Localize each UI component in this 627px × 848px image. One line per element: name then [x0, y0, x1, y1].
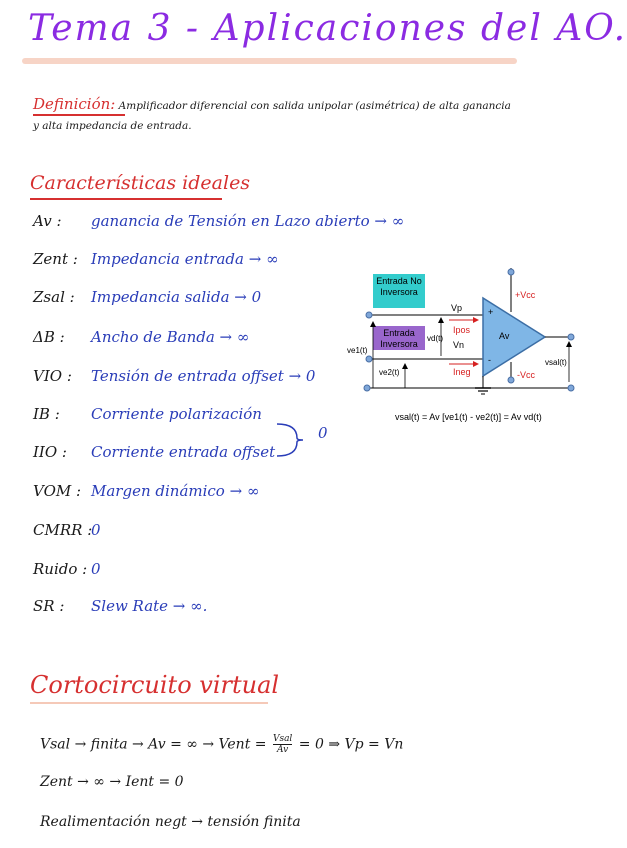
- char-row-ib: IB : Corriente polarización: [33, 405, 262, 429]
- ipos-label: Ipos: [453, 325, 471, 335]
- title-highlight: [22, 58, 517, 64]
- char-row-vio: VIO : Tensión de entrada offset → 0: [33, 367, 315, 391]
- virtual-short-heading: Cortocircuito virtual: [30, 671, 280, 699]
- virtual-short-underline: [30, 702, 268, 704]
- char-row-zent: Zent : Impedancia entrada → ∞: [33, 250, 279, 274]
- char-value: Impedancia entrada → ∞: [91, 250, 279, 268]
- char-row-zsal: Zsal : Impedancia salida → 0: [33, 288, 261, 312]
- plus-label: +: [488, 307, 494, 317]
- characteristics-heading: Características ideales: [30, 172, 251, 194]
- av-label: Av: [499, 331, 510, 341]
- brace-value: 0: [318, 424, 328, 442]
- char-row-cmrr: CMRR : 0: [33, 521, 101, 545]
- char-key: IIO :: [33, 443, 67, 461]
- non-inverting-box: [373, 274, 425, 308]
- char-value: Tensión de entrada offset → 0: [91, 367, 316, 385]
- ve2-label: ve2(t): [379, 368, 400, 377]
- diagram-formula: vsal(t) = Av [ve1(t) - ve2(t)] = Av vd(t…: [395, 412, 542, 422]
- char-value: Ancho de Banda → ∞: [91, 328, 250, 346]
- vsal-label: vsal(t): [545, 358, 567, 367]
- char-value: Corriente entrada offset: [91, 443, 276, 461]
- virtual-short-line-2: Zent → ∞ → Ient = 0: [40, 774, 184, 790]
- char-key: Zsal :: [33, 288, 75, 306]
- char-key: VOM :: [33, 482, 82, 500]
- char-value: 0: [91, 560, 101, 578]
- inverting-label: Entrada Inversora: [380, 328, 418, 349]
- char-value: Corriente polarización: [91, 405, 262, 423]
- fraction-numerator: Vsal: [272, 734, 293, 745]
- char-key: Zent :: [33, 250, 78, 268]
- char-key: CMRR :: [33, 521, 93, 539]
- char-key: IB :: [33, 405, 60, 423]
- ineg-label: Ineg: [453, 367, 471, 377]
- non-inverting-label: Entrada No Inversora: [376, 276, 422, 297]
- virtual-short-line-1-a: Vsal → finita → Av = ∞ → Vent =: [40, 736, 267, 753]
- char-row-noise: Ruido : 0: [33, 560, 101, 584]
- vd-label: vd(t): [427, 334, 443, 343]
- char-row-av: Av : ganancia de Tensión en Lazo abierto…: [33, 212, 404, 236]
- char-row-sr: SR : Slew Rate → ∞.: [33, 597, 207, 621]
- fraction-denominator: Av: [277, 745, 289, 755]
- char-row-iio: IIO : Corriente entrada offset: [33, 443, 275, 467]
- char-key: Av :: [33, 212, 62, 230]
- char-key: SR :: [33, 597, 65, 615]
- characteristics-underline: [30, 198, 222, 200]
- opamp-triangle: [482, 296, 547, 378]
- char-key: VIO :: [33, 367, 72, 385]
- vp-label: Vp: [451, 303, 463, 313]
- vsal-over-av-fraction: Vsal Av: [272, 734, 293, 755]
- definition-line-1: Definición: Amplificador diferencial con…: [33, 95, 511, 113]
- char-row-bandwidth: ΔB : Ancho de Banda → ∞: [33, 328, 249, 352]
- virtual-short-line-1-b: = 0 ⇒ Vp = Vn: [298, 736, 404, 753]
- char-value: Impedancia salida → 0: [91, 288, 262, 306]
- definition-text-1: Amplificador diferencial con salida unip…: [118, 100, 511, 112]
- char-key: ΔB :: [33, 328, 65, 346]
- minus-label: -: [488, 355, 491, 365]
- opamp-diagram: Entrada No Inversora Entrada Inversora V…: [345, 268, 591, 440]
- definition-label: Definición:: [33, 95, 116, 113]
- definition-underline: [33, 114, 125, 116]
- vcc-pos-label: +Vcc: [515, 290, 536, 300]
- definition-text-2: y alta impedancia de entrada.: [33, 120, 192, 132]
- char-key: Ruido :: [33, 560, 88, 578]
- char-value: Margen dinámico → ∞: [91, 482, 260, 500]
- char-value: Slew Rate → ∞.: [91, 597, 208, 615]
- char-value: 0: [91, 521, 101, 539]
- inverting-box: [373, 326, 425, 350]
- page-title: Tema 3 - Aplicaciones del AO.: [28, 8, 627, 49]
- vn-label: Vn: [453, 340, 465, 350]
- virtual-short-line-3: Realimentación negt → tensión finita: [40, 814, 301, 830]
- char-row-vom: VOM : Margen dinámico → ∞: [33, 482, 259, 506]
- brace-icon: [276, 423, 304, 457]
- ve1-label: ve1(t): [347, 346, 368, 355]
- virtual-short-line-1: Vsal → finita → Av = ∞ → Vent = Vsal Av …: [40, 734, 403, 755]
- char-value: ganancia de Tensión en Lazo abierto → ∞: [91, 212, 405, 230]
- vcc-neg-label: -Vcc: [517, 370, 535, 380]
